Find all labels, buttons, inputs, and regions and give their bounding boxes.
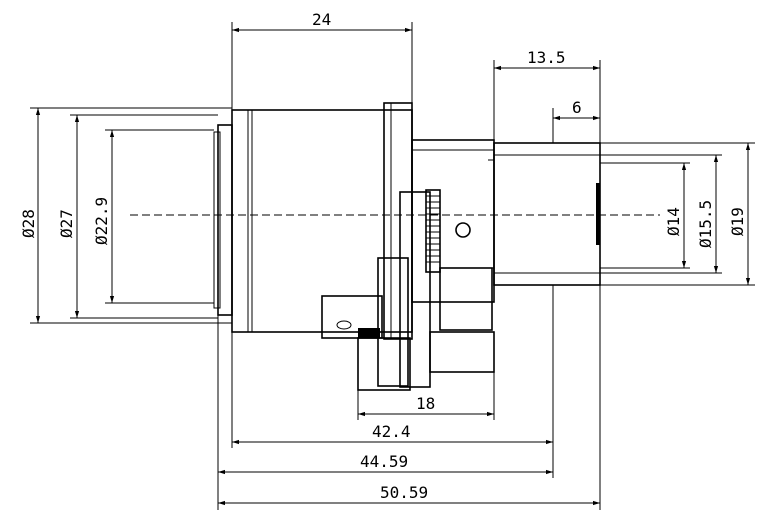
dim-left-diameters: Ø28 Ø27 Ø22.9 xyxy=(19,107,232,324)
dim-label-dia22-9: Ø22.9 xyxy=(92,197,111,245)
gear-teeth xyxy=(425,189,441,273)
dim-label-dia19: Ø19 xyxy=(728,207,747,236)
dim-label-6: 6 xyxy=(572,98,582,117)
lens-body xyxy=(213,102,601,391)
motor-cover xyxy=(439,267,493,331)
front-ring xyxy=(217,124,233,316)
rear-mount xyxy=(493,142,601,286)
dim-label-13-5: 13.5 xyxy=(527,48,566,67)
dim-13-5: 13.5 xyxy=(493,48,601,143)
dim-label-dia28: Ø28 xyxy=(19,209,38,238)
motor-block xyxy=(377,257,409,387)
connector xyxy=(321,295,383,339)
rear-glass-mark xyxy=(596,183,600,245)
dim-label-42-4: 42.4 xyxy=(372,422,411,441)
driver-board xyxy=(429,331,495,373)
dim-right-diameters: Ø14 Ø15.5 Ø19 xyxy=(600,142,755,286)
dim-label-dia14: Ø14 xyxy=(664,207,683,236)
dim-label-50-59: 50.59 xyxy=(380,483,428,502)
dim-label-dia15-5: Ø15.5 xyxy=(696,200,715,248)
screw-head xyxy=(455,222,471,238)
dim-label-dia27: Ø27 xyxy=(57,209,76,238)
connector-pins xyxy=(358,328,380,338)
dim-top-24: 24 xyxy=(231,10,413,110)
mid-housing xyxy=(411,139,495,303)
dim-bottom: 18 42.4 44.59 50.59 xyxy=(217,285,601,510)
motor-base xyxy=(357,337,411,391)
dim-label-44-59: 44.59 xyxy=(360,452,408,471)
dim-6: 6 xyxy=(552,98,600,143)
dim-label-18: 18 xyxy=(416,394,435,413)
gear-housing xyxy=(399,191,431,388)
dim-label-24: 24 xyxy=(312,10,331,29)
